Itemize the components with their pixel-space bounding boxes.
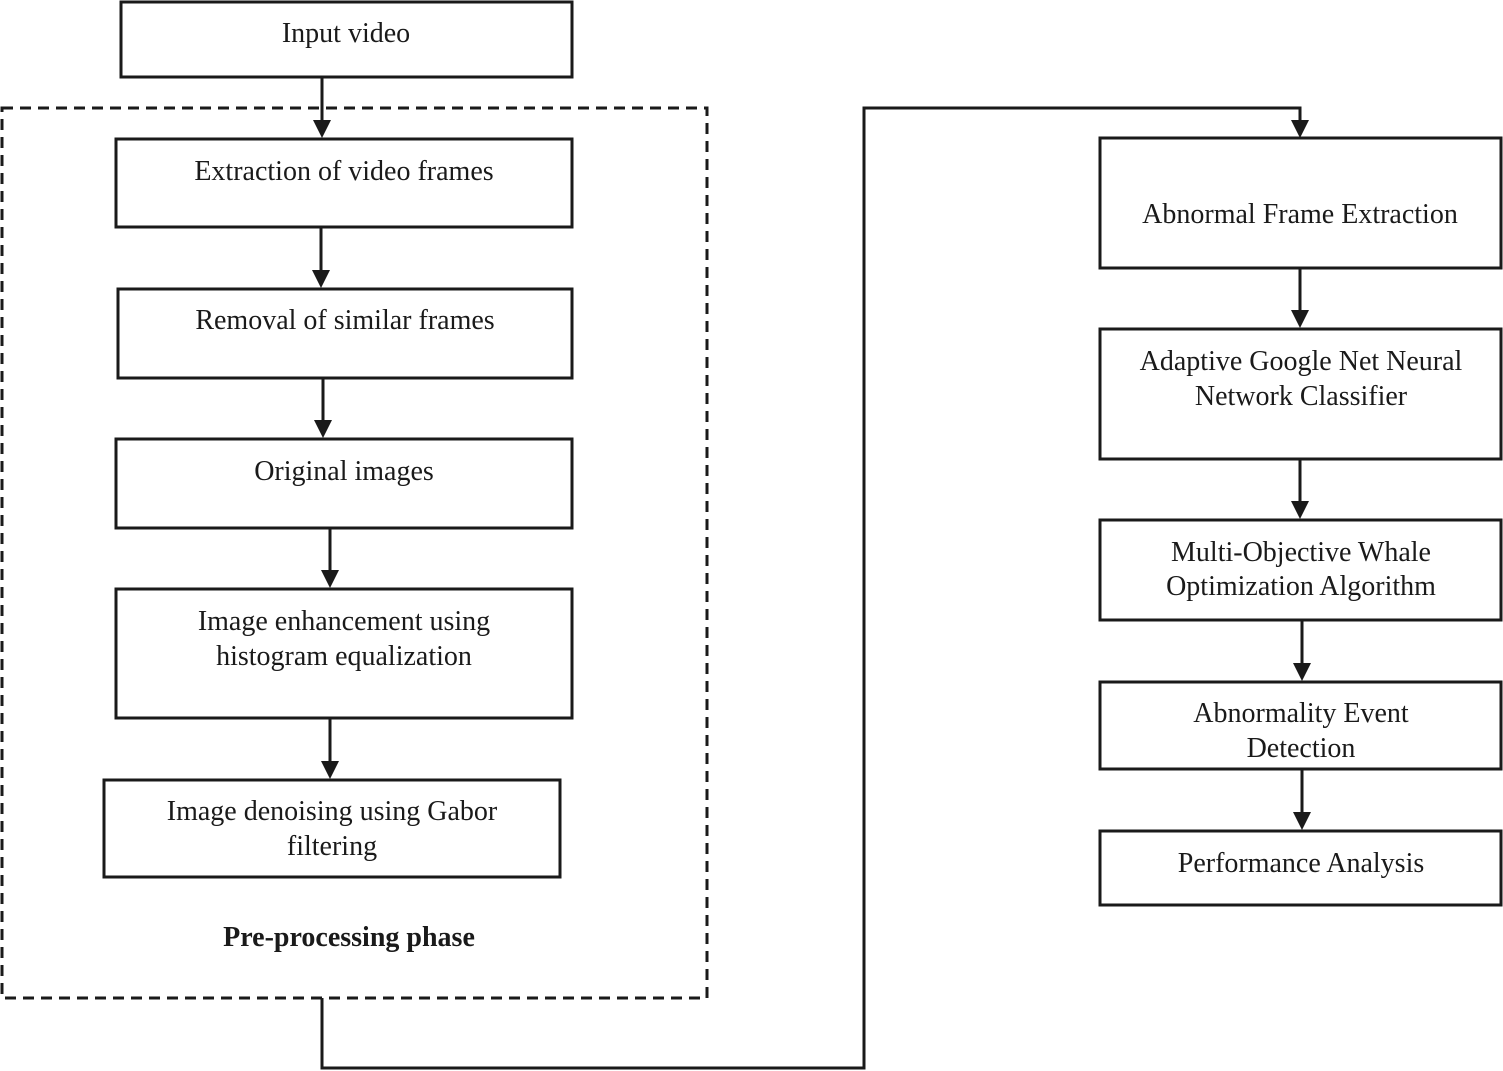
node-denoising-line2: filtering xyxy=(287,831,377,862)
node-denoising: Image denoising using Gabor filtering xyxy=(102,778,562,879)
node-performance: Performance Analysis xyxy=(1098,829,1503,907)
node-enhancement-line1: Image enhancement using xyxy=(198,606,490,637)
node-original-images: Original images xyxy=(114,437,574,530)
arrow-removal-to-original xyxy=(314,378,332,438)
node-event-line2: Detection xyxy=(1247,733,1356,764)
node-event-detection: Abnormality Event Detection xyxy=(1098,680,1503,771)
node-whale-line2: Optimization Algorithm xyxy=(1166,571,1436,602)
arrow-googlenet-to-whale xyxy=(1291,459,1309,519)
arrow-input-to-extraction xyxy=(313,77,331,138)
node-googlenet: Adaptive Google Net Neural Network Class… xyxy=(1098,327,1503,461)
preprocessing-label: Pre-processing phase xyxy=(223,922,475,953)
arrow-abnormal-to-googlenet xyxy=(1291,268,1309,328)
node-enhancement-line2: histogram equalization xyxy=(216,641,472,672)
node-whale-line1: Multi-Objective Whale xyxy=(1171,537,1431,568)
node-removal-label: Removal of similar frames xyxy=(195,305,494,336)
node-googlenet-line1: Adaptive Google Net Neural xyxy=(1140,346,1463,377)
arrow-original-to-enhancement xyxy=(321,528,339,588)
node-abnormal-frame-label: Abnormal Frame Extraction xyxy=(1142,199,1458,230)
node-googlenet-line2: Network Classifier xyxy=(1195,381,1408,412)
node-whale: Multi-Objective Whale Optimization Algor… xyxy=(1098,518,1503,622)
node-performance-label: Performance Analysis xyxy=(1178,848,1425,879)
node-denoising-line1: Image denoising using Gabor xyxy=(167,796,498,827)
node-event-line1: Abnormality Event xyxy=(1193,698,1409,729)
node-removal: Removal of similar frames xyxy=(116,287,574,380)
arrow-enhancement-to-denoising xyxy=(321,718,339,779)
node-original-label: Original images xyxy=(254,456,434,487)
node-enhancement: Image enhancement using histogram equali… xyxy=(114,587,574,720)
node-input-video: Input video xyxy=(119,0,574,79)
node-extraction: Extraction of video frames xyxy=(114,137,574,229)
node-input-video-label: Input video xyxy=(282,18,410,49)
connector-preprocessing-to-abnormal xyxy=(320,106,1309,1070)
preprocessing-group xyxy=(0,106,709,1000)
arrow-event-to-performance xyxy=(1293,769,1311,830)
arrow-whale-to-event xyxy=(1293,620,1311,681)
arrow-extraction-to-removal xyxy=(312,227,330,288)
node-extraction-label: Extraction of video frames xyxy=(194,156,493,187)
node-abnormal-frame: Abnormal Frame Extraction xyxy=(1098,136,1503,270)
